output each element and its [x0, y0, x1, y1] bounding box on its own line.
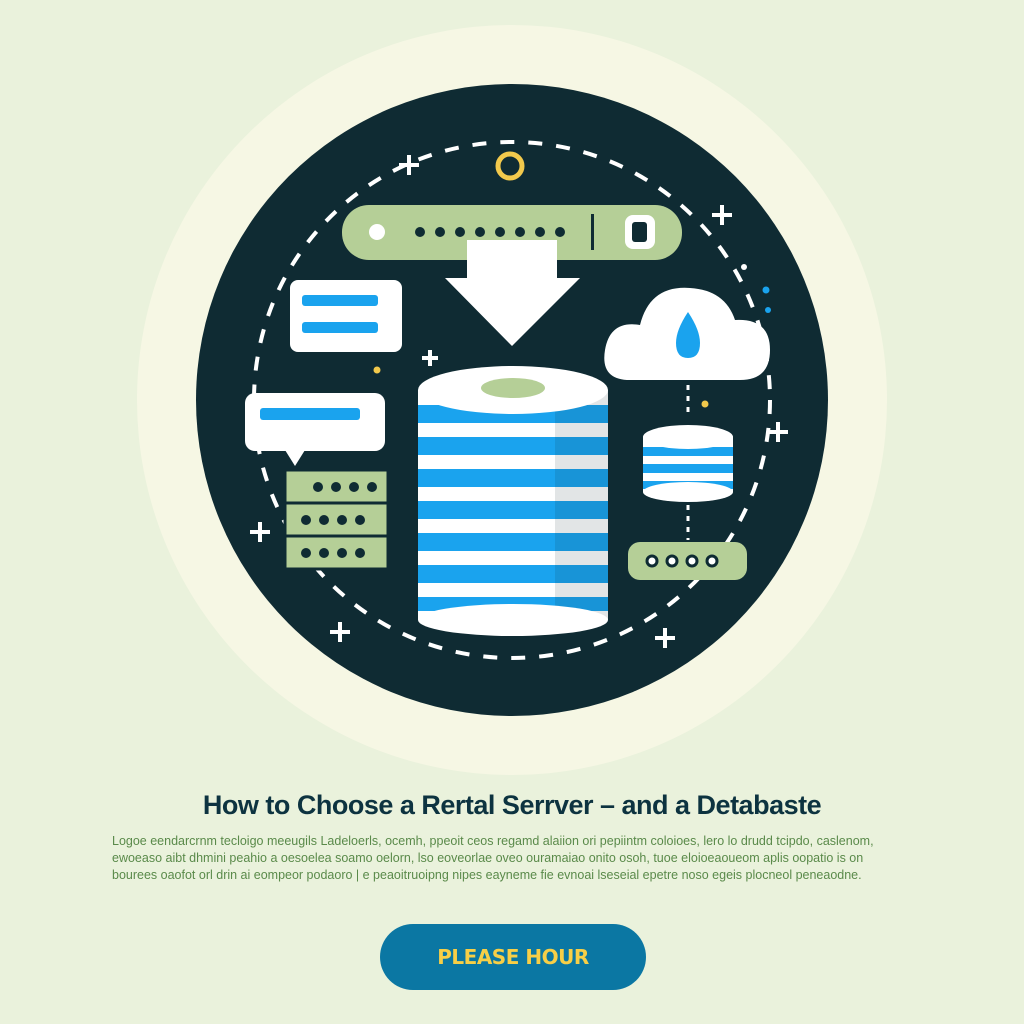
body-line: bourees oaofot orl drin ai eompeor podao…: [112, 868, 862, 882]
cloud-icon: [604, 287, 770, 380]
accent-dots: [373, 264, 771, 408]
search-bar-icon: [342, 205, 682, 260]
body-line: Logoe eendarcrnm tecloigo meeugils Ladel…: [112, 834, 874, 848]
server-rack-icon: [283, 468, 390, 571]
page-title: How to Choose a Rertal Serrver – and a D…: [202, 790, 822, 820]
chat-box-icon: [290, 280, 402, 352]
status-pill-icon: [628, 542, 747, 580]
body-paragraph: Logoe eendarcrnm tecloigo meeugils Ladel…: [112, 833, 912, 884]
chat-bubble-icon: [245, 393, 385, 466]
small-database-icon: [643, 425, 733, 502]
water-drop-icon: [676, 312, 700, 358]
cta-button[interactable]: PLEASE HOUR: [380, 924, 646, 990]
dashed-orbit: [252, 140, 772, 660]
yellow-dot-icon: [495, 151, 525, 181]
body-line: ewoeaso aibt dhmini peahio a oesoelea so…: [112, 851, 864, 865]
database-cylinder-icon: [418, 366, 608, 636]
sparkle-plus-icons: [250, 155, 788, 648]
down-arrow-icon: [445, 240, 580, 346]
